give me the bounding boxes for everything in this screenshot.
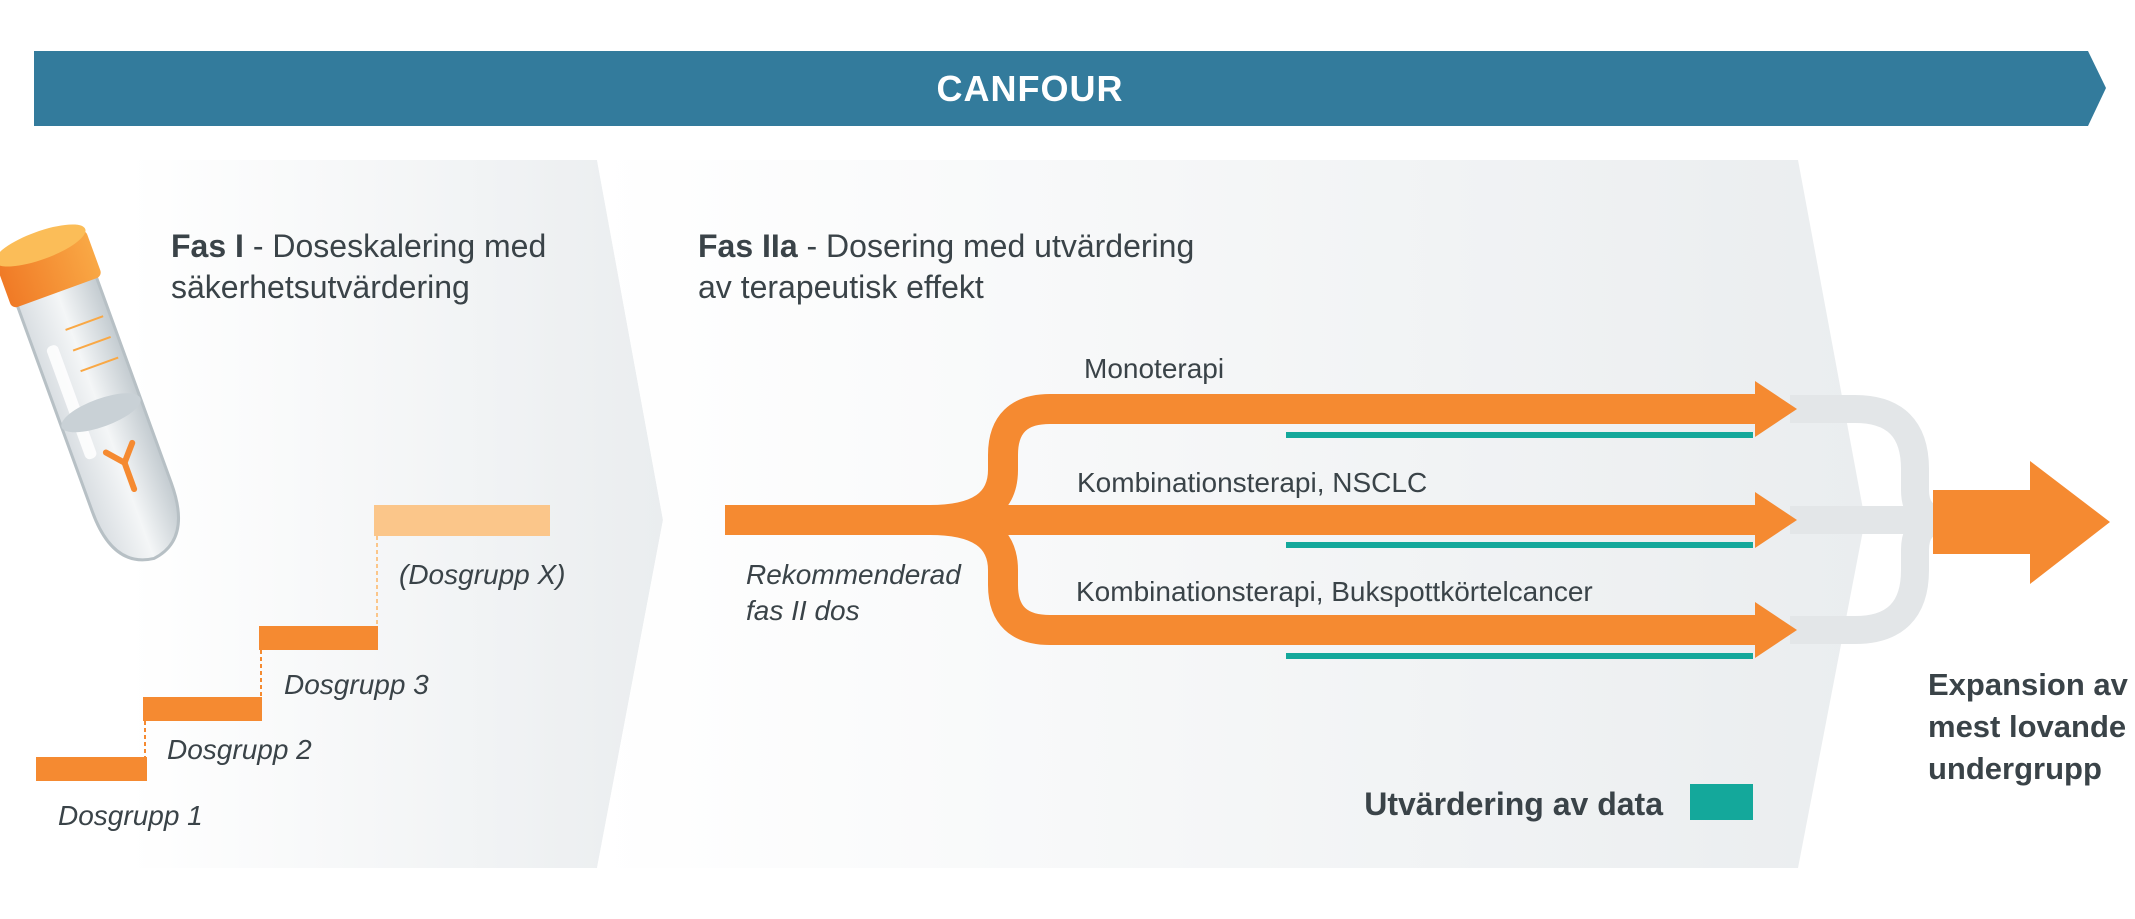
arm3-arrowhead (1755, 602, 1797, 658)
expansion-arrow (1933, 461, 2110, 584)
dose-step-2 (143, 697, 262, 721)
recommended-dose-line2: fas II dos (746, 595, 860, 626)
dose-steps (36, 505, 550, 781)
phase2-title-bold: Fas IIa (698, 228, 798, 264)
expansion-line2: mest lovande (1928, 709, 2126, 744)
dose-group-3-label: Dosgrupp 3 (284, 669, 429, 700)
phase2-title-line2: av terapeutisk effekt (698, 269, 984, 305)
phase1-title-rest: - Doseskalering med (244, 228, 546, 264)
arm1-arrowhead (1755, 381, 1797, 437)
evaluation-line-2 (1286, 542, 1753, 548)
test-tube-antibody-icon (0, 224, 180, 562)
header-banner: CANFOUR (34, 51, 2106, 126)
dose-step-1 (36, 757, 147, 781)
banner-title: CANFOUR (937, 68, 1124, 109)
legend-teal-swatch (1690, 784, 1753, 820)
merge-paths (1790, 395, 1950, 644)
evaluation-line-3 (1286, 653, 1753, 659)
dose-step-x (374, 505, 550, 536)
phase1-title: Fas I - Doseskalering med (171, 228, 546, 264)
expansion-line1: Expansion av (1928, 667, 2129, 702)
dose-group-2-label: Dosgrupp 2 (167, 734, 312, 765)
phase2-title: Fas IIa - Dosering med utvärdering (698, 228, 1194, 264)
legend-label: Utvärdering av data (1364, 786, 1663, 822)
phase2-title-rest: - Dosering med utvärdering (798, 228, 1195, 264)
phase1-title-bold: Fas I (171, 228, 244, 264)
expansion-line3: undergrupp (1928, 751, 2102, 786)
arm-label-nsclc: Kombinationsterapi, NSCLC (1077, 467, 1427, 498)
arm-label-pancreatic: Kombinationsterapi, Bukspottkörtelcancer (1076, 576, 1593, 607)
phase1-title-line2: säkerhetsutvärdering (171, 269, 470, 305)
arm2-arrowhead (1755, 492, 1797, 548)
therapy-branches (725, 381, 1797, 658)
dose-group-x-label: (Dosgrupp X) (399, 559, 566, 590)
dose-step-3 (259, 626, 378, 650)
arm-label-monotherapy: Monoterapi (1084, 353, 1224, 384)
dose-group-1-label: Dosgrupp 1 (58, 800, 203, 831)
evaluation-line-1 (1286, 432, 1753, 438)
recommended-dose-line1: Rekommenderad (746, 559, 962, 590)
